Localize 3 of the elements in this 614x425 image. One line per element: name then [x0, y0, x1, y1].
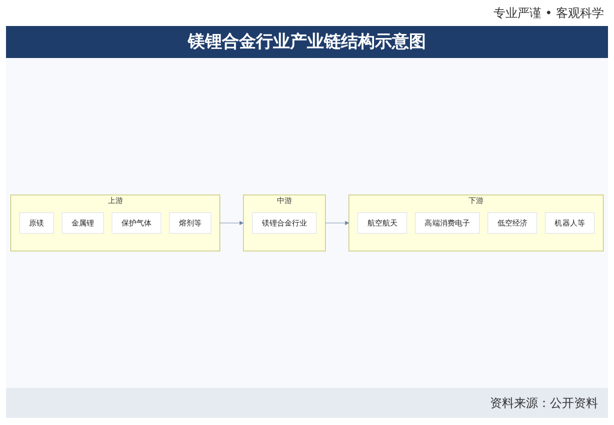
title-banner: 镁锂合金行业产业链结构示意图 — [6, 26, 608, 58]
slogan-text: 专业严谨 • 客观科学 — [493, 4, 604, 22]
source-note: 资料来源：公开资料 — [490, 394, 598, 412]
